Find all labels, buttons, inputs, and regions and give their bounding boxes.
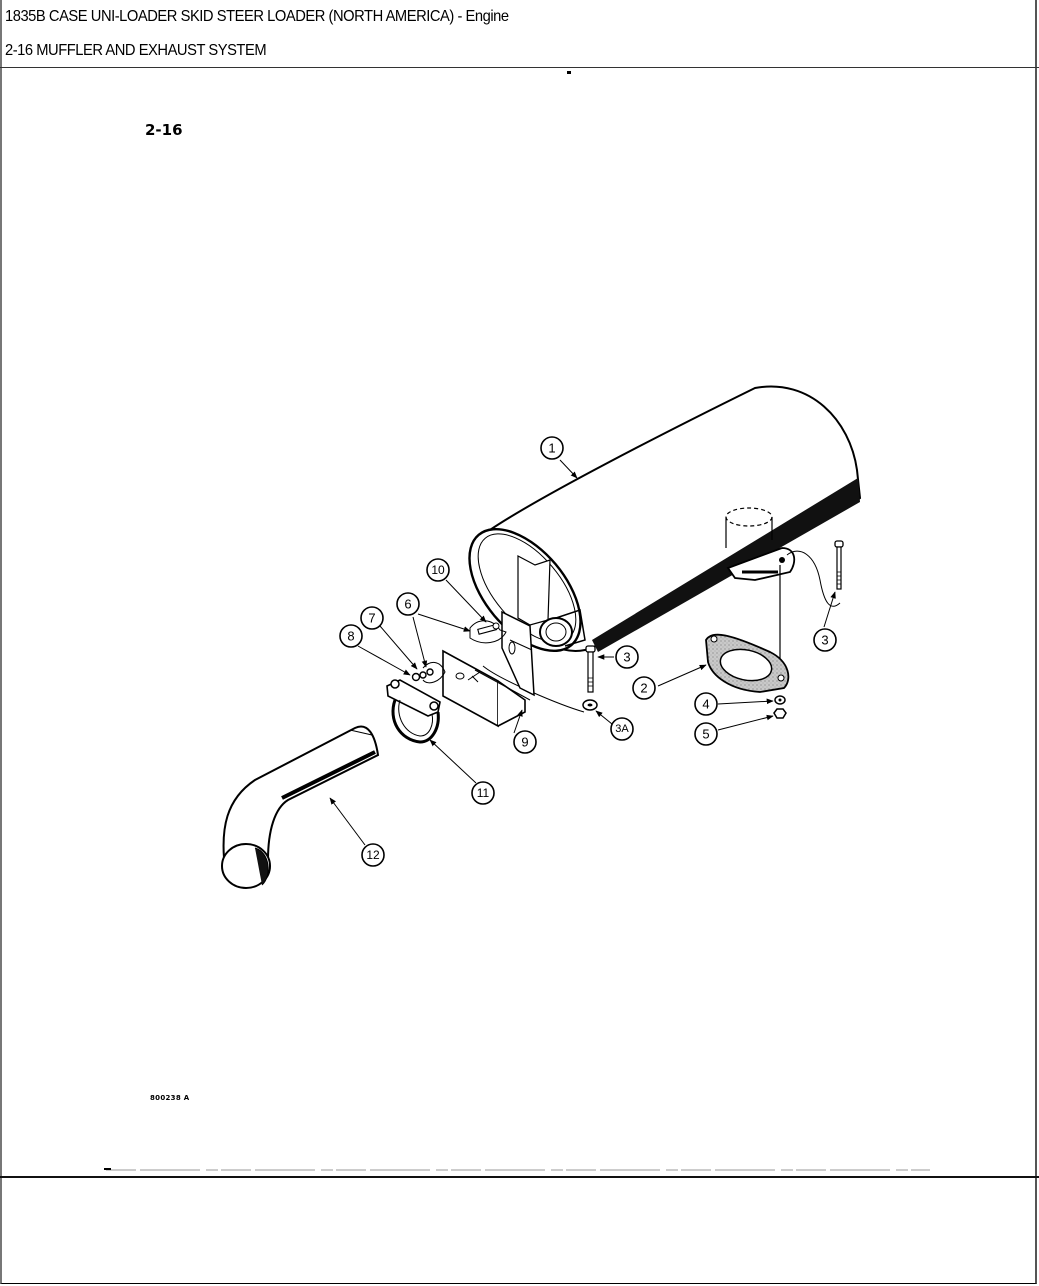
page-title: 1835B CASE UNI-LOADER SKID STEER LOADER …	[5, 8, 509, 25]
nut-part	[773, 708, 787, 719]
svg-text:3A: 3A	[615, 723, 629, 735]
bolt-part	[834, 540, 844, 590]
callout-12: 12	[361, 843, 385, 867]
svg-text:4: 4	[702, 697, 709, 712]
bracket-part	[501, 610, 535, 697]
bolt-head-part	[426, 668, 434, 676]
bracket-part	[442, 649, 531, 728]
callout-3A: 3A	[610, 717, 634, 741]
footer-area	[0, 1178, 1039, 1284]
slot-outline	[469, 620, 507, 644]
section-title: 2-16 MUFFLER AND EXHAUST SYSTEM	[5, 42, 267, 59]
svg-text:3: 3	[821, 633, 828, 648]
bolt-part	[585, 645, 596, 693]
callout-4: 4	[694, 692, 718, 716]
washer-part	[582, 699, 598, 711]
callout-7: 7	[360, 606, 384, 630]
page-header: 1835B CASE UNI-LOADER SKID STEER LOADER …	[0, 0, 1039, 68]
callout-3-left: 3	[615, 645, 639, 669]
nut-part	[411, 672, 421, 682]
callout-3-right: 3	[813, 628, 837, 652]
callout-2: 2	[632, 676, 656, 700]
callout-10: 10	[426, 558, 450, 582]
svg-text:10: 10	[431, 563, 445, 577]
svg-text:12: 12	[366, 848, 380, 862]
callout-8: 8	[339, 624, 363, 648]
registration-mark	[104, 1168, 111, 1170]
registration-mark	[567, 71, 571, 74]
svg-text:2: 2	[640, 681, 647, 696]
gasket-part	[705, 633, 790, 693]
muffler-part	[468, 385, 862, 653]
svg-text:9: 9	[521, 735, 528, 750]
svg-text:5: 5	[702, 727, 709, 742]
callout-1: 1	[540, 436, 564, 460]
callout-5: 5	[694, 722, 718, 746]
svg-text:11: 11	[477, 786, 490, 800]
footer-divider	[0, 1176, 1039, 1178]
svg-text:8: 8	[347, 629, 354, 644]
callout-11: 11	[471, 781, 495, 805]
clamp-part	[386, 679, 441, 744]
svg-text:6: 6	[404, 597, 411, 612]
svg-text:3: 3	[623, 650, 630, 665]
exhaust-pipe-part	[221, 725, 380, 889]
svg-text:1: 1	[548, 441, 555, 456]
leader-lines	[329, 459, 836, 846]
svg-text:7: 7	[368, 611, 375, 626]
callout-6: 6	[396, 592, 420, 616]
callout-9: 9	[513, 730, 537, 754]
lock-washer-part	[774, 695, 786, 705]
slot-outline	[422, 662, 446, 684]
figure-number: 2-16	[145, 121, 183, 139]
lock-washer-part	[419, 671, 427, 679]
image-code: 800238 A	[150, 1094, 190, 1102]
assembly-line	[786, 550, 841, 607]
bolt-part	[477, 622, 500, 635]
